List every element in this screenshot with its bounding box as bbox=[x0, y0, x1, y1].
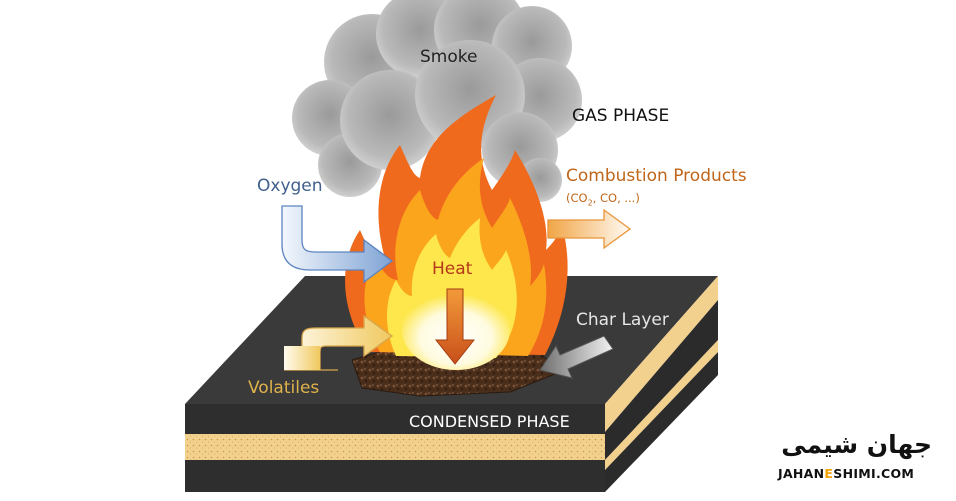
combustion-examples-label: (CO2, CO, ...) bbox=[566, 191, 640, 207]
logo-english-post: SHIMI.COM bbox=[833, 466, 915, 481]
condensed-phase-label: CONDENSED PHASE bbox=[409, 412, 570, 431]
volatiles-label: Volatiles bbox=[248, 378, 320, 398]
logo-english-pre: JAHAN bbox=[778, 466, 825, 481]
flame bbox=[345, 95, 568, 370]
combustion-examples-close: , CO, ...) bbox=[592, 191, 640, 205]
oxygen-label: Oxygen bbox=[257, 176, 323, 196]
combustion-arrow bbox=[547, 208, 632, 250]
logo-english-accent: E bbox=[824, 466, 834, 481]
heat-label: Heat bbox=[432, 259, 473, 279]
co2-subscript: 2 bbox=[587, 198, 593, 208]
heat-arrow bbox=[434, 288, 476, 365]
oxygen-arrow bbox=[281, 205, 394, 284]
gas-phase-label: GAS PHASE bbox=[572, 106, 670, 126]
smoke-cloud bbox=[292, 0, 582, 202]
combustion-examples-open: (CO bbox=[566, 191, 588, 205]
site-logo: جهان شیمی JAHANESHIMI.COM bbox=[772, 430, 932, 488]
char-layer-arrow bbox=[539, 335, 614, 379]
logo-english-text: JAHANESHIMI.COM bbox=[778, 466, 914, 481]
condensed-phase-slab bbox=[185, 276, 718, 492]
logo-persian-text: جهان شیمی bbox=[781, 430, 932, 459]
smoke-label: Smoke bbox=[420, 47, 478, 67]
char-layer-label: Char Layer bbox=[576, 310, 669, 330]
combustion-products-label: Combustion Products bbox=[566, 166, 747, 186]
